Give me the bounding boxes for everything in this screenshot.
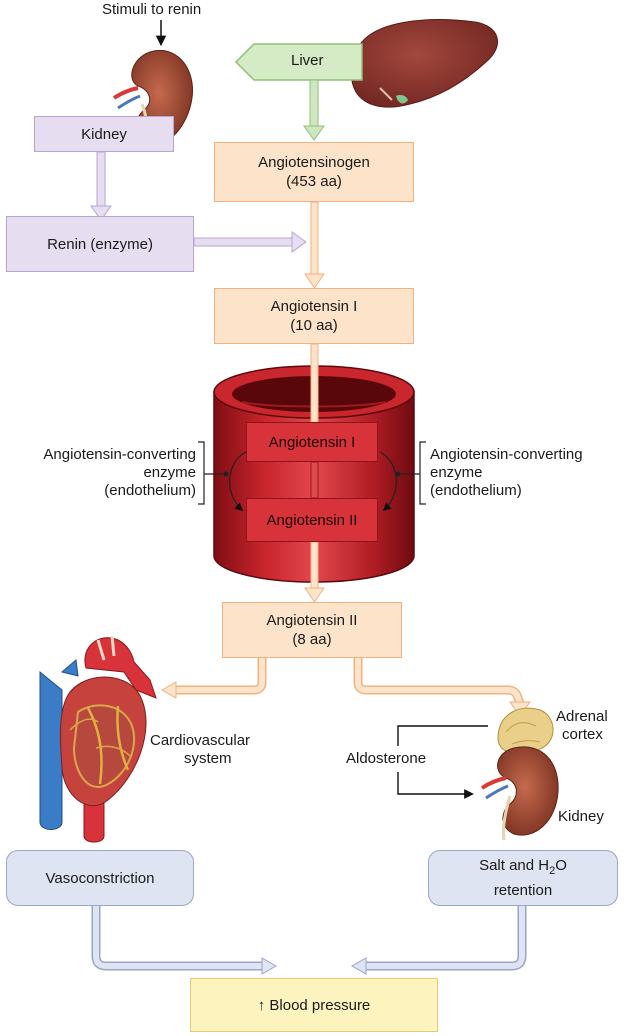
blood-pressure-label: ↑ Blood pressure — [257, 996, 371, 1014]
angiotensin-i-box: Angiotensin I (10 aa) — [214, 288, 414, 344]
vessel-angiotensin-ii-label: Angiotensin II — [266, 511, 358, 529]
liver-illustration — [350, 19, 498, 108]
ace-left-bracket — [198, 441, 247, 512]
ace-right-line1: Angiotensin-converting — [430, 446, 583, 463]
vessel-angiotensin-ii-box: Angiotensin II — [246, 498, 378, 542]
adrenal-kidney-illustration — [480, 707, 559, 841]
cardio-line1: Cardiovascular — [150, 732, 251, 749]
aldosterone-label: Aldosterone — [346, 750, 427, 767]
cardio-label: Cardiovascular system — [150, 732, 250, 768]
ace-right-line2: enzyme — [430, 464, 483, 481]
aldosterone-arrow — [397, 725, 488, 799]
angiotensin-i-size: (10 aa) — [290, 317, 338, 334]
heart-illustration — [39, 635, 157, 843]
ace-left-line1: Angiotensin-converting — [43, 446, 196, 463]
cardio-line2: system — [184, 750, 232, 767]
kidney-box: Kidney — [34, 116, 174, 152]
adrenal-label: Adrenal cortex — [556, 708, 608, 744]
ace-right-bracket — [379, 441, 426, 512]
angiotensin-ii-name: Angiotensin II — [266, 612, 358, 629]
vasoconstriction-box: Vasoconstriction — [6, 850, 194, 906]
liver-label: Liver — [291, 52, 324, 69]
kidney-box-label: Kidney — [81, 125, 127, 143]
angiotensinogen-size: (453 aa) — [286, 173, 342, 190]
ace-left-label: Angiotensin-converting enzyme (endotheli… — [6, 446, 196, 500]
salt-retention-line1: Salt and H2O — [479, 857, 567, 877]
kidney-bottom-label: Kidney — [558, 808, 604, 825]
ace-right-label: Angiotensin-converting enzyme (endotheli… — [430, 446, 620, 500]
blood-pressure-box: ↑ Blood pressure — [190, 978, 438, 1032]
vasoconstriction-label: Vasoconstriction — [45, 869, 155, 887]
ace-left-line2: enzyme — [143, 464, 196, 481]
ace-left-line3: (endothelium) — [104, 482, 196, 499]
ace-right-line3: (endothelium) — [430, 482, 522, 499]
angiotensinogen-name: Angiotensinogen — [258, 154, 370, 171]
salt-retention-box: Salt and H2O retention — [428, 850, 618, 906]
adrenal-line2: cortex — [562, 726, 603, 743]
renin-label: Renin (enzyme) — [47, 235, 153, 253]
angiotensinogen-box: Angiotensinogen (453 aa) — [214, 142, 414, 202]
angiotensin-ii-size: (8 aa) — [292, 631, 332, 648]
vessel-angiotensin-i-label: Angiotensin I — [268, 433, 356, 451]
renin-box: Renin (enzyme) — [6, 216, 194, 272]
vessel-angiotensin-i-box: Angiotensin I — [246, 422, 378, 462]
stimuli-label: Stimuli to renin — [102, 1, 202, 18]
angiotensin-ii-box: Angiotensin II (8 aa) — [222, 602, 402, 658]
liver-arrow — [234, 43, 363, 141]
salt-retention-line2: retention — [493, 882, 553, 899]
adrenal-line1: Adrenal — [556, 708, 608, 725]
angiotensin-i-name: Angiotensin I — [270, 298, 358, 315]
